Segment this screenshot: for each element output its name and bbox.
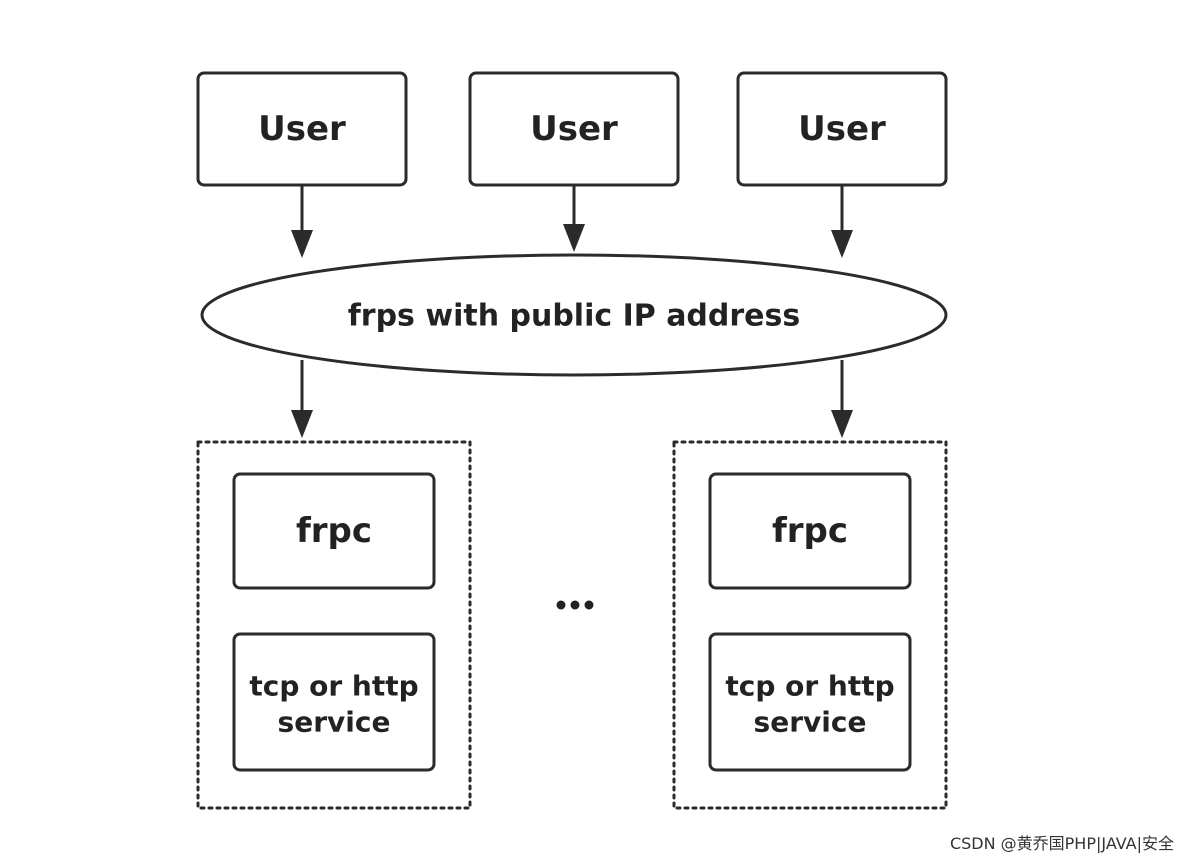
frpc-node-1: frpc xyxy=(232,472,436,590)
arrow-frps-to-client-group-1 xyxy=(291,360,313,438)
user-node-1-label: User xyxy=(258,109,346,149)
user-node-3-label: User xyxy=(798,109,886,149)
frpc-node-2-label: frpc xyxy=(772,511,848,551)
user-node-2: User xyxy=(468,71,680,187)
ellipsis-dot-2 xyxy=(570,600,580,610)
frpc-node-2: frpc xyxy=(708,472,912,590)
arrow-frps-to-client-group-2 xyxy=(831,360,853,438)
service-node-1: tcp or http service xyxy=(232,632,436,772)
ellipsis-dot-1 xyxy=(556,600,566,610)
arrow-user3-to-frps xyxy=(831,185,853,258)
arrow-user2-to-frps xyxy=(563,185,585,252)
csdn-watermark: CSDN @黄乔国PHP|JAVA|安全 xyxy=(949,834,1174,853)
client-group-1: frpc tcp or http service xyxy=(196,440,472,810)
service-node-1-label-line2: service xyxy=(278,706,391,739)
frpc-node-1-label: frpc xyxy=(296,511,372,551)
ellipsis-dot-3 xyxy=(584,600,594,610)
user-node-3: User xyxy=(736,71,948,187)
service-node-2-label-line2: service xyxy=(754,706,867,739)
more-clients-ellipsis: ... xyxy=(556,600,594,610)
client-group-2: frpc tcp or http service xyxy=(672,440,948,810)
user-node-1: User xyxy=(196,71,408,187)
service-node-2: tcp or http service xyxy=(708,632,912,772)
service-node-1-label-line1: tcp or http xyxy=(249,670,418,703)
arrow-user1-to-frps xyxy=(291,185,313,258)
user-node-2-label: User xyxy=(530,109,618,149)
service-node-2-label-line1: tcp or http xyxy=(725,670,894,703)
frps-server-label: frps with public IP address xyxy=(348,299,801,334)
frps-server-node: frps with public IP address xyxy=(200,253,948,377)
